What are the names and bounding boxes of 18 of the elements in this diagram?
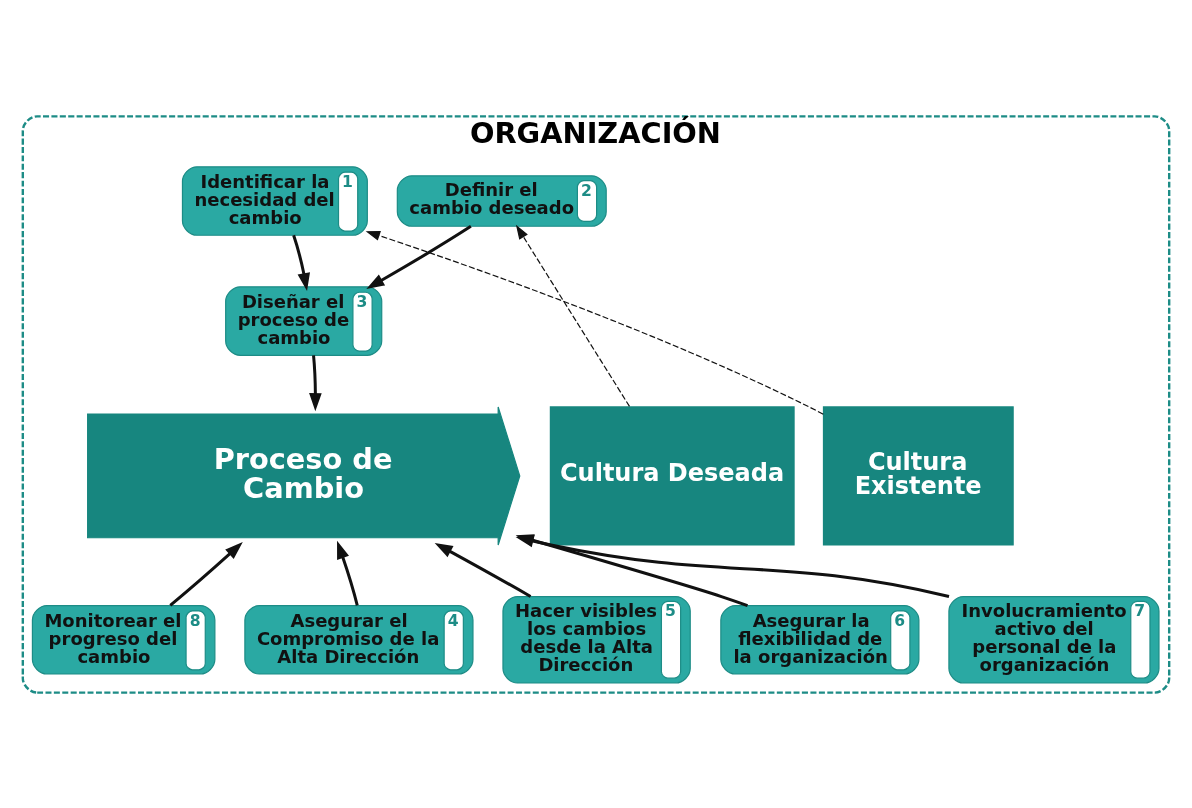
node-box: Involucramiento activo del personal de la organización 7 [948,595,1160,684]
arrow [365,230,824,415]
node-box: Definir el cambio deseado 2 [396,174,607,227]
arrow [169,541,243,607]
node-box: Asegurar el Compromiso de la Alta Dirección 4 [244,604,474,675]
node-box: Cultura Existente [822,405,1014,546]
arrow [366,224,472,289]
arrow [309,354,322,411]
arrow [434,542,532,598]
node-box: Diseñar el proceso de cambio 3 [225,285,383,356]
node-box: Cultura Deseada [549,405,795,546]
node-box: Identificar la necesidad del cambio 1 [181,165,368,236]
arrow [292,234,311,291]
node-box: Monitorear el progreso del cambio 8 [31,604,216,675]
arrow [337,540,359,606]
node-box: Hacer visibles los cambios desde la Alta Dirección 5 [502,595,691,684]
arrow [515,224,631,407]
node-box: Asegurar la flexibilidad de la organización 6 [720,604,920,675]
